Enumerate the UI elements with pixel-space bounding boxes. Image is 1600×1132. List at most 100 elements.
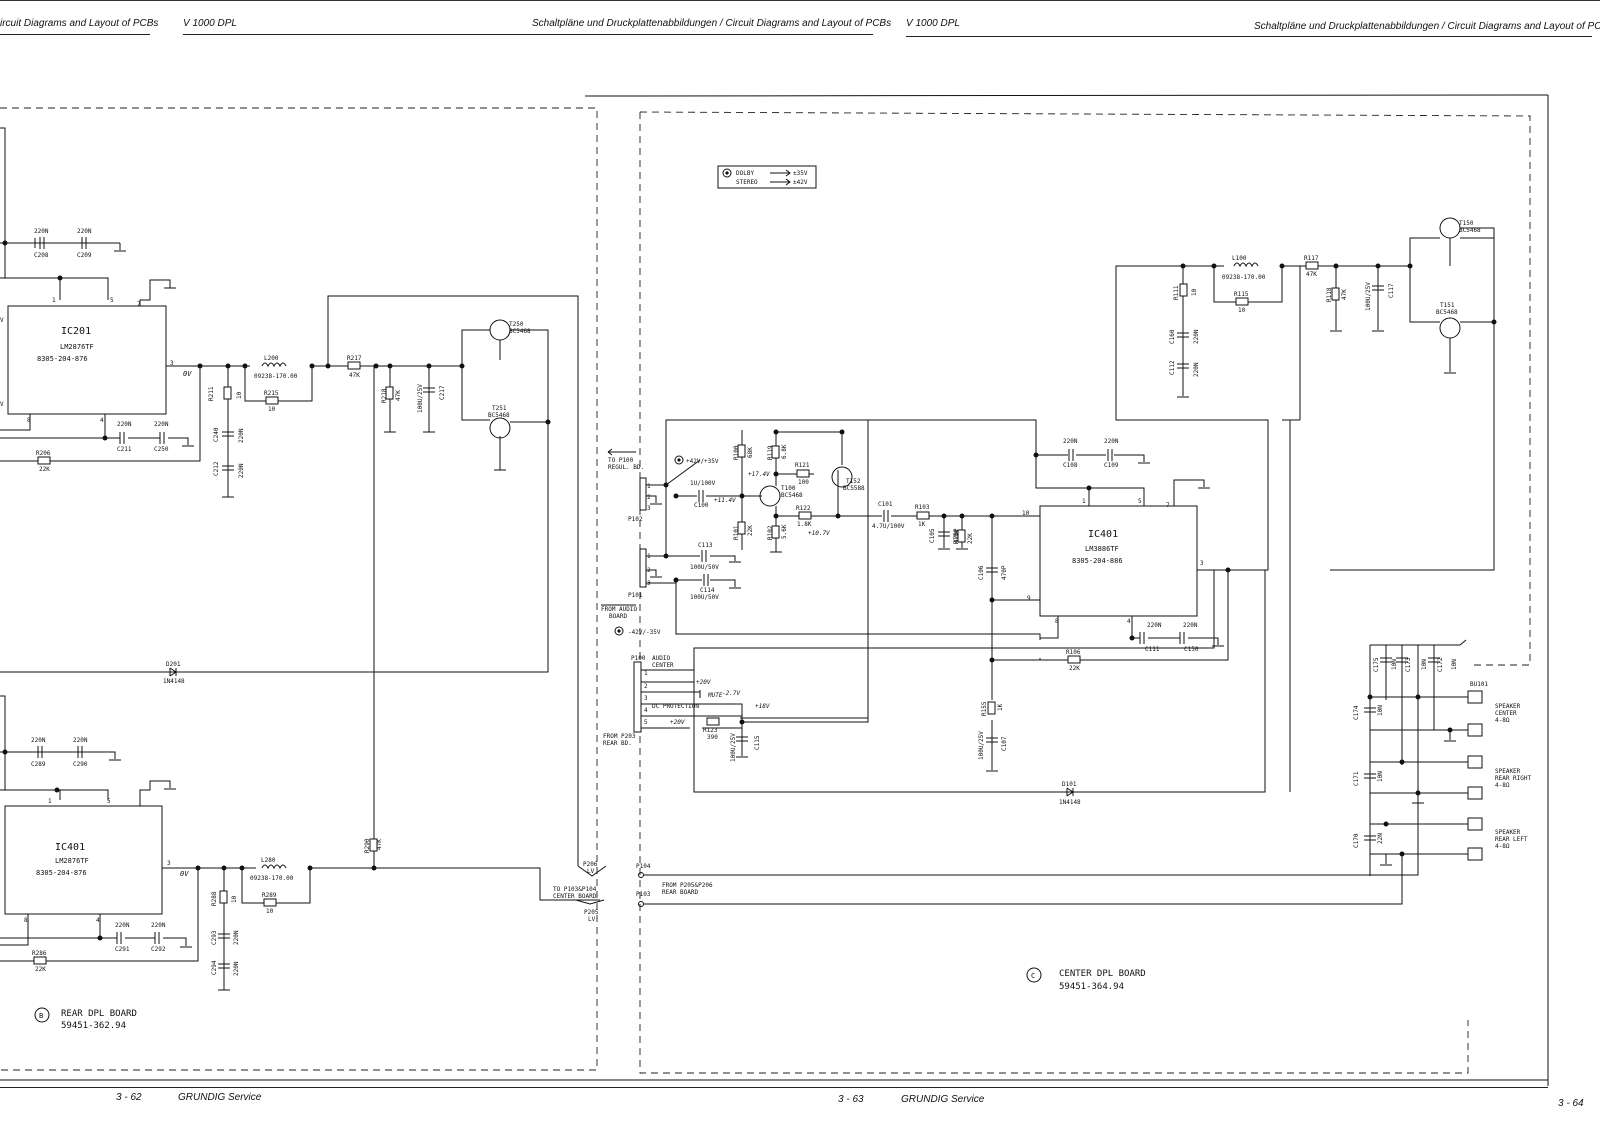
label-r103: R103 [915, 504, 930, 511]
label-r289: R289 [262, 892, 277, 899]
label-1n4148: 1N4148 [163, 678, 185, 685]
label-p206: P206 [583, 861, 598, 868]
label-board: BOARD [609, 613, 627, 620]
ic401-center-body [1039, 505, 1198, 617]
bullet-minus-dot [617, 629, 621, 633]
ic401-center-name: IC401 [1088, 529, 1118, 540]
label-68k: 68K [747, 447, 754, 458]
label-220n: 220N [1063, 438, 1078, 445]
label-220n: 220N [1104, 438, 1119, 445]
connector-p101 [639, 548, 647, 588]
label-22k: 22K [1069, 665, 1080, 672]
label-spk-rr2: REAR RIGHT [1495, 775, 1532, 782]
pin: 9 [1027, 595, 1031, 602]
label-r118: R118 [1326, 287, 1333, 302]
wire-r215 [244, 366, 313, 402]
label-r155: R155 [981, 701, 988, 716]
label-c211: C211 [117, 446, 132, 453]
label-r123: R123 [703, 727, 718, 734]
label-r211: R211 [208, 386, 215, 401]
label-22n: 22N [1377, 833, 1384, 844]
wire-ic401-pin7 [1173, 479, 1210, 506]
footer-brand-left: GRUNDIG Service [178, 1092, 262, 1103]
label-10n: 10N [1391, 659, 1398, 670]
ic201-part: 8305-204-876 [37, 355, 88, 363]
node [1225, 567, 1231, 573]
node [197, 363, 203, 369]
wire-speaker-feed [1282, 266, 1301, 792]
label-c292: C292 [151, 946, 166, 953]
node [1367, 694, 1373, 700]
wire-t150-t151 [1444, 227, 1495, 374]
label-c209: C209 [77, 252, 92, 259]
label-from-audio: FROM AUDIO [601, 606, 638, 613]
label-1k: 1K [918, 521, 926, 528]
ic201-pin: 3 [170, 360, 174, 367]
cap-c109 [1107, 449, 1113, 461]
label-100: 100 [798, 479, 809, 486]
wire-c208-line [0, 238, 120, 248]
diode-d201 [169, 667, 177, 677]
inductor-l200 [261, 362, 287, 368]
label-p101: P101 [628, 592, 643, 599]
board-marker-b [34, 1007, 50, 1023]
label-220n: 220N [73, 737, 88, 744]
label-l280: L280 [261, 857, 276, 864]
label-c212: C212 [213, 461, 220, 476]
ic401-center-type: LM3886TF [1085, 545, 1119, 553]
label-r104: R104 [953, 529, 960, 544]
label-10: 10 [236, 391, 243, 399]
node [102, 435, 108, 441]
node [97, 935, 103, 941]
label-audio: AUDIO [652, 655, 670, 662]
legend-arrows [770, 169, 791, 186]
label-l200: L200 [264, 355, 279, 362]
node [2, 240, 8, 246]
label-v18: +18V [755, 703, 770, 710]
label-10: 10 [266, 908, 274, 915]
label-spk-rl: SPEAKER [1495, 829, 1521, 836]
label-47k: 47K [395, 390, 402, 401]
ic201-pin: 5 [110, 297, 114, 304]
label-lv: LV [588, 916, 596, 923]
transistor-t100 [759, 485, 781, 507]
label-to-p100: TO P100 [608, 457, 634, 464]
label-c114: C114 [700, 587, 715, 594]
node [739, 719, 745, 725]
label-220n: 220N [151, 922, 166, 929]
label-100u50v: 100U/50V [690, 564, 719, 571]
transistor-t150 [1439, 217, 1461, 239]
label-t150: T150 [1459, 220, 1474, 227]
cap-c171 [1364, 773, 1376, 779]
label-dc-prot: DC PROTECTION [652, 703, 699, 710]
label-100u25v: 100U/25V [1365, 282, 1372, 311]
label-c101: C101 [878, 501, 893, 508]
node [2, 749, 8, 755]
label-c160: C160 [1169, 329, 1176, 344]
wire-r206-feedback [0, 366, 201, 462]
label-rear-bd: REAR BD. [603, 740, 632, 747]
resistor-r111 [1179, 283, 1188, 297]
cap-c208 [39, 237, 45, 249]
label-c171: C171 [1353, 771, 1360, 786]
center-board-part: 59451-364.94 [1059, 982, 1124, 992]
label-220n: 220N [233, 961, 240, 976]
cap-c100 [698, 490, 704, 502]
ground [646, 569, 662, 578]
header-rule-1 [0, 34, 150, 35]
label-47k: 47K [376, 839, 383, 850]
ground [114, 243, 126, 252]
label-spk-center2: CENTER [1495, 710, 1517, 717]
pin: 2 [644, 683, 648, 690]
legend-box [717, 165, 817, 189]
label-10n: 10N [1451, 659, 1458, 670]
resistor-r106 [1067, 655, 1081, 664]
center-board-frame [639, 111, 1531, 1074]
label-100u25v: 100U/25V [978, 731, 985, 760]
label-r121: R121 [795, 462, 810, 469]
label-c106: C106 [978, 565, 985, 580]
resistor-r102 [771, 525, 780, 539]
label-1-8k: 1.8K [797, 521, 812, 528]
cap-c107 [986, 737, 998, 743]
label-r117: R117 [1304, 255, 1319, 262]
